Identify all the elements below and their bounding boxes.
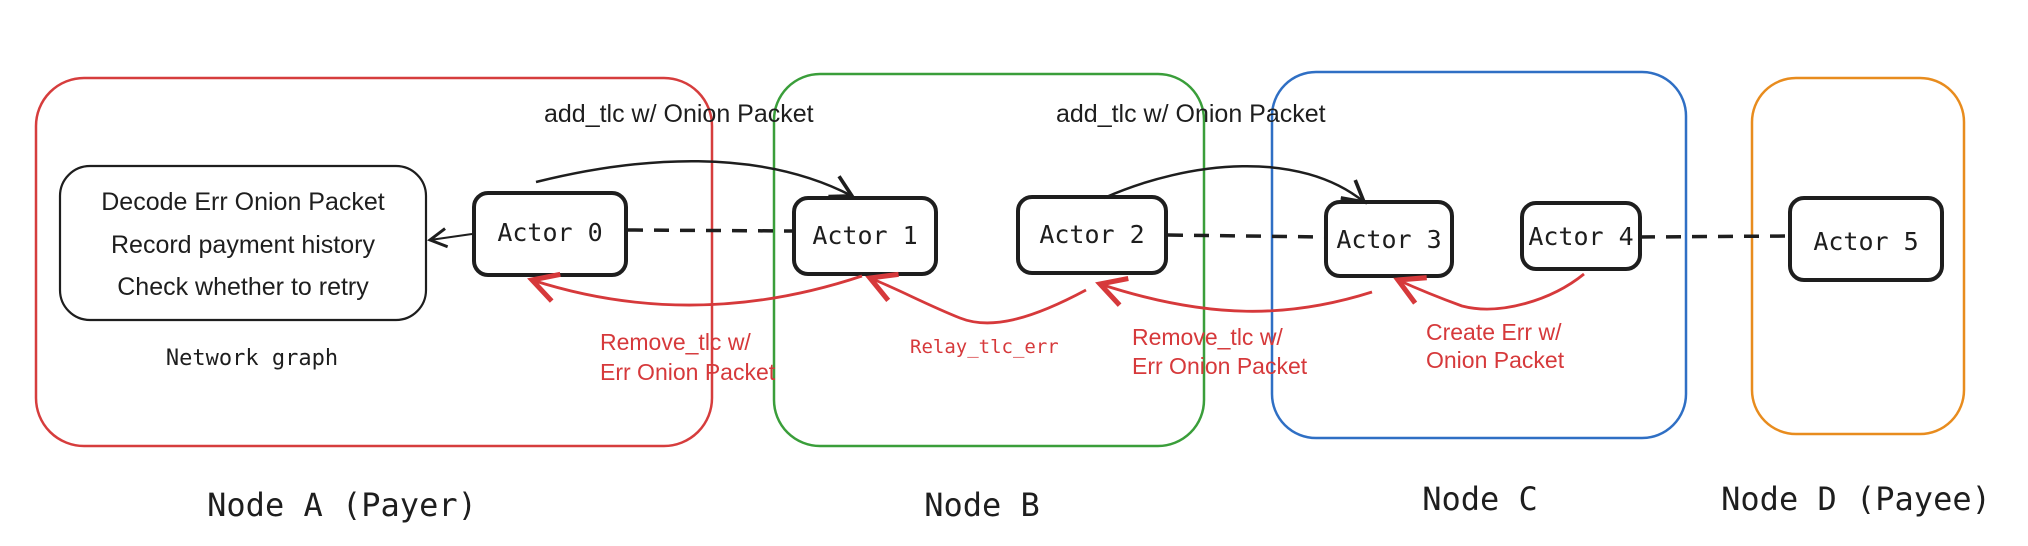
add-tlc-arrow-b-to-c	[1103, 164, 1367, 205]
node-c-label: Node C	[1422, 480, 1538, 518]
error-label-remove-1-line-2: Err Onion Packet	[600, 359, 776, 385]
payer-info-line-1: Decode Err Onion Packet	[101, 188, 385, 216]
payer-info-box	[58, 164, 428, 322]
error-arrow-actor3-to-actor2	[1095, 276, 1373, 313]
link-actor0-actor1	[627, 228, 795, 233]
error-arrow-actor4-to-actor3	[1393, 272, 1585, 311]
link-actor4-actor5	[1639, 234, 1791, 239]
error-label-remove-2-line-1: Remove_tlc w/	[1132, 324, 1283, 350]
forward-label-1: add_tlc w/ Onion Packet	[544, 100, 814, 128]
add-tlc-arrow-a-to-b	[535, 159, 856, 199]
error-label-remove-1-line-1: Remove_tlc w/	[600, 329, 751, 355]
actor0-to-payer-box-arrow	[427, 227, 473, 249]
node-a-container	[34, 76, 714, 448]
actor-4-label: Actor 4	[1528, 222, 1633, 251]
actor-5-label: Actor 5	[1813, 227, 1918, 256]
error-arrow-actor2-to-actor1	[865, 271, 1087, 325]
payer-info-line-3: Check whether to retry	[117, 273, 369, 301]
actor-1-box	[792, 196, 938, 276]
network-graph-label: Network graph	[166, 346, 338, 371]
actor-4-box	[1520, 201, 1642, 271]
node-d-label: Node D (Payee)	[1721, 480, 1991, 518]
node-a-label: Node A (Payer)	[207, 486, 477, 524]
actor-1-label: Actor 1	[812, 221, 917, 250]
actor-3-label: Actor 3	[1336, 225, 1441, 254]
node-b-container	[772, 72, 1206, 448]
error-label-create-line-2: Onion Packet	[1426, 347, 1565, 373]
node-d-container	[1750, 76, 1966, 436]
error-label-remove-2-line-2: Err Onion Packet	[1132, 353, 1308, 379]
link-actor2-actor3	[1167, 233, 1327, 239]
node-b-label: Node B	[924, 486, 1040, 524]
error-label-relay: Relay_tlc_err	[910, 336, 1059, 358]
actor-5-box	[1788, 196, 1944, 282]
payer-info-line-2: Record payment history	[111, 231, 376, 259]
actor-3-box	[1324, 200, 1454, 278]
actor-0-label: Actor 0	[497, 218, 602, 247]
error-arrow-actor1-to-actor0	[527, 271, 863, 307]
node-c-container	[1270, 70, 1688, 440]
error-label-create-line-1: Create Err w/	[1426, 319, 1562, 345]
actor-2-box	[1016, 195, 1168, 275]
actor-2-label: Actor 2	[1039, 220, 1144, 249]
forward-label-2: add_tlc w/ Onion Packet	[1056, 100, 1326, 128]
